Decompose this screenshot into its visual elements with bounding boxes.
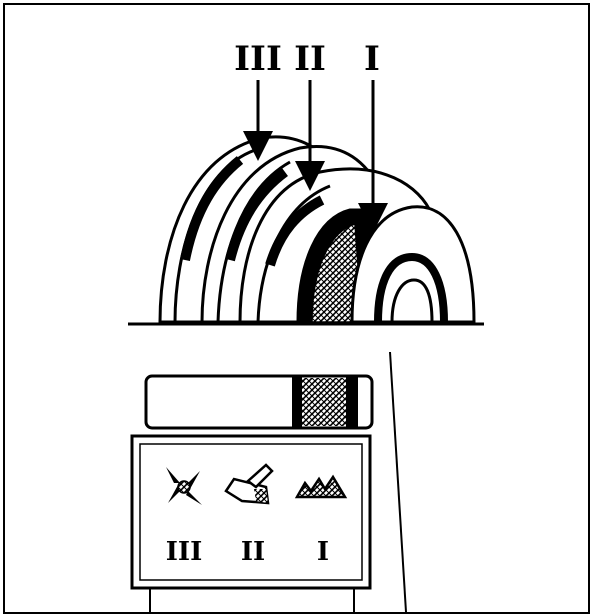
icon-panel	[130, 434, 372, 612]
label-top-i: I	[364, 39, 380, 79]
label-panel-ii: II	[241, 537, 265, 567]
figure-border	[3, 3, 590, 614]
label-top-ii: II	[294, 39, 326, 79]
label-panel-i: I	[317, 537, 329, 567]
label-panel-iii: III	[166, 537, 203, 567]
leaf-pinwheel-icon	[166, 467, 202, 505]
plow-icon	[224, 463, 274, 505]
mountain-peaks-icon	[294, 474, 348, 499]
panel-edge-line	[389, 351, 407, 613]
label-top-iii: III	[234, 39, 282, 79]
selector-bar	[144, 374, 374, 430]
tire-front	[296, 205, 476, 324]
